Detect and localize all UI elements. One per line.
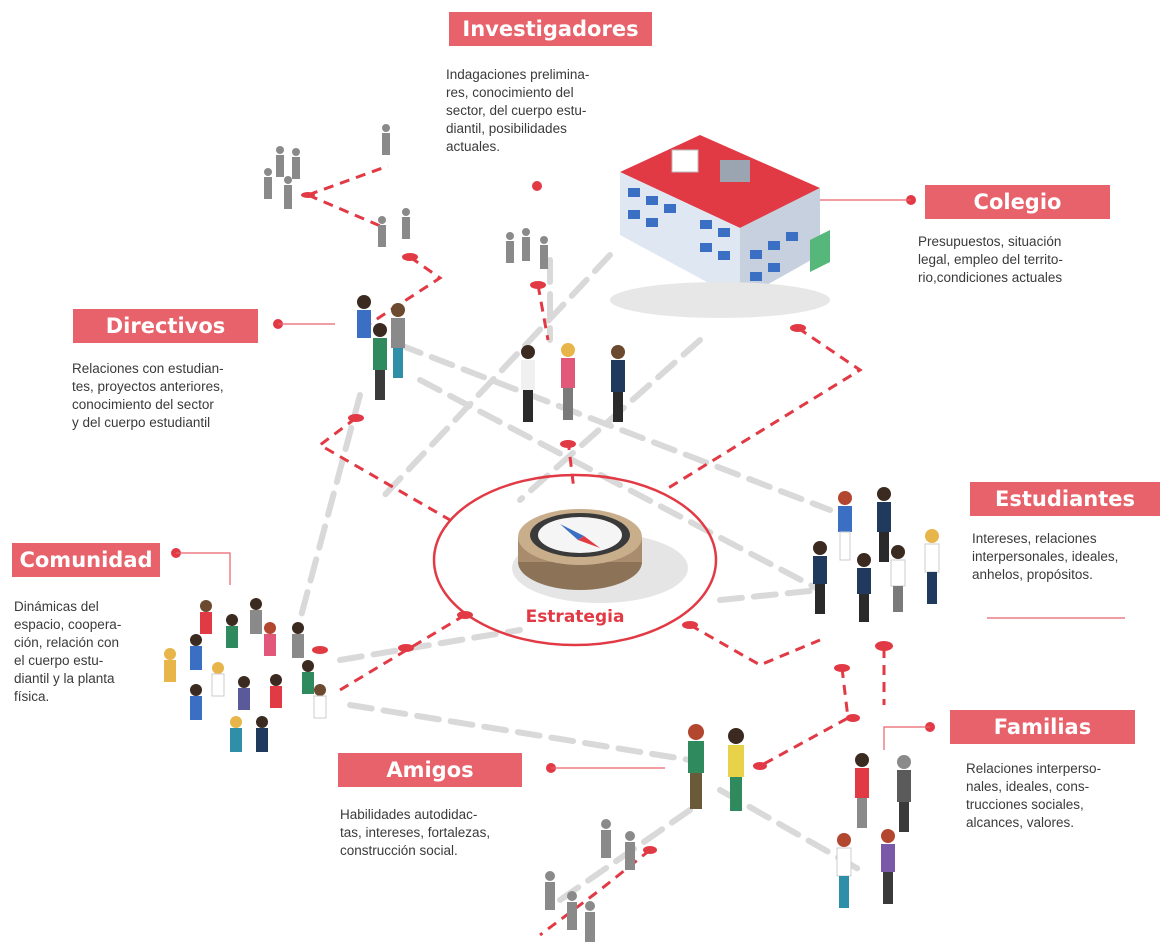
- desc-line: diantil, posibilidades: [446, 121, 567, 136]
- title-directivos: Directivos: [73, 309, 258, 343]
- desc-line: nales, ideales, cons-: [966, 779, 1090, 794]
- desc-line: espacio, coopera-: [14, 617, 122, 632]
- desc-colegio: Presupuestos, situación legal, empleo de…: [918, 233, 1118, 287]
- title-investigadores: Investigadores: [449, 12, 652, 46]
- desc-line: Indagaciones prelimina-: [446, 67, 590, 82]
- desc-line: trucciones sociales,: [966, 797, 1084, 812]
- desc-line: Habilidades autodidac-: [340, 807, 478, 822]
- leader-lines: [176, 199, 1125, 769]
- desc-line: ción, relación con: [14, 635, 120, 650]
- desc-line: conocimiento del sector: [72, 397, 214, 412]
- desc-investigadores: Indagaciones prelimina- res, conocimient…: [446, 66, 646, 156]
- title-comunidad: Comunidad: [12, 543, 160, 577]
- desc-line: rio,condiciones actuales: [918, 270, 1063, 285]
- desc-line: Intereses, relaciones: [972, 531, 1097, 546]
- connection-dots: [171, 181, 935, 854]
- desc-line: tes, proyectos anteriores,: [72, 379, 224, 394]
- desc-line: construcción social.: [340, 843, 458, 858]
- desc-line: actuales.: [446, 139, 501, 154]
- desc-directivos: Relaciones con estudian- tes, proyectos …: [72, 360, 282, 432]
- desc-line: diantil y la planta: [14, 671, 115, 686]
- desc-line: res, conocimiento del: [446, 85, 574, 100]
- title-familias: Familias: [950, 710, 1135, 744]
- strategy-label: Estrategia: [525, 607, 625, 627]
- desc-line: física.: [14, 689, 50, 704]
- desc-line: Relaciones interperso-: [966, 761, 1102, 776]
- strategy-ellipse: [432, 473, 718, 647]
- desc-familias: Relaciones interperso- nales, ideales, c…: [966, 760, 1156, 832]
- desc-line: alcances, valores.: [966, 815, 1075, 830]
- desc-line: Presupuestos, situación: [918, 234, 1062, 249]
- desc-line: legal, empleo del territo-: [918, 252, 1063, 267]
- desc-comunidad: Dinámicas del espacio, coopera- ción, re…: [14, 598, 154, 706]
- desc-line: Dinámicas del: [14, 599, 99, 614]
- gray-dashed-connections: [297, 252, 863, 903]
- title-estudiantes: Estudiantes: [970, 482, 1160, 516]
- red-dashed-connections: [307, 164, 886, 937]
- desc-line: tas, intereses, fortalezas,: [340, 825, 491, 840]
- school-building-icon: [610, 135, 830, 318]
- people-group-icon: [164, 124, 940, 942]
- desc-estudiantes: Intereses, relaciones interpersonales, i…: [972, 530, 1162, 584]
- desc-line: el cuerpo estu-: [14, 653, 104, 668]
- desc-amigos: Habilidades autodidac- tas, intereses, f…: [340, 806, 550, 860]
- desc-line: anhelos, propósitos.: [972, 567, 1093, 582]
- title-colegio: Colegio: [925, 185, 1110, 219]
- desc-line: sector, del cuerpo estu-: [446, 103, 587, 118]
- title-amigos: Amigos: [338, 753, 522, 787]
- desc-line: y del cuerpo estudiantil: [72, 415, 211, 430]
- desc-line: interpersonales, ideales,: [972, 549, 1119, 564]
- compass-icon: [512, 509, 688, 603]
- desc-line: Relaciones con estudian-: [72, 361, 224, 376]
